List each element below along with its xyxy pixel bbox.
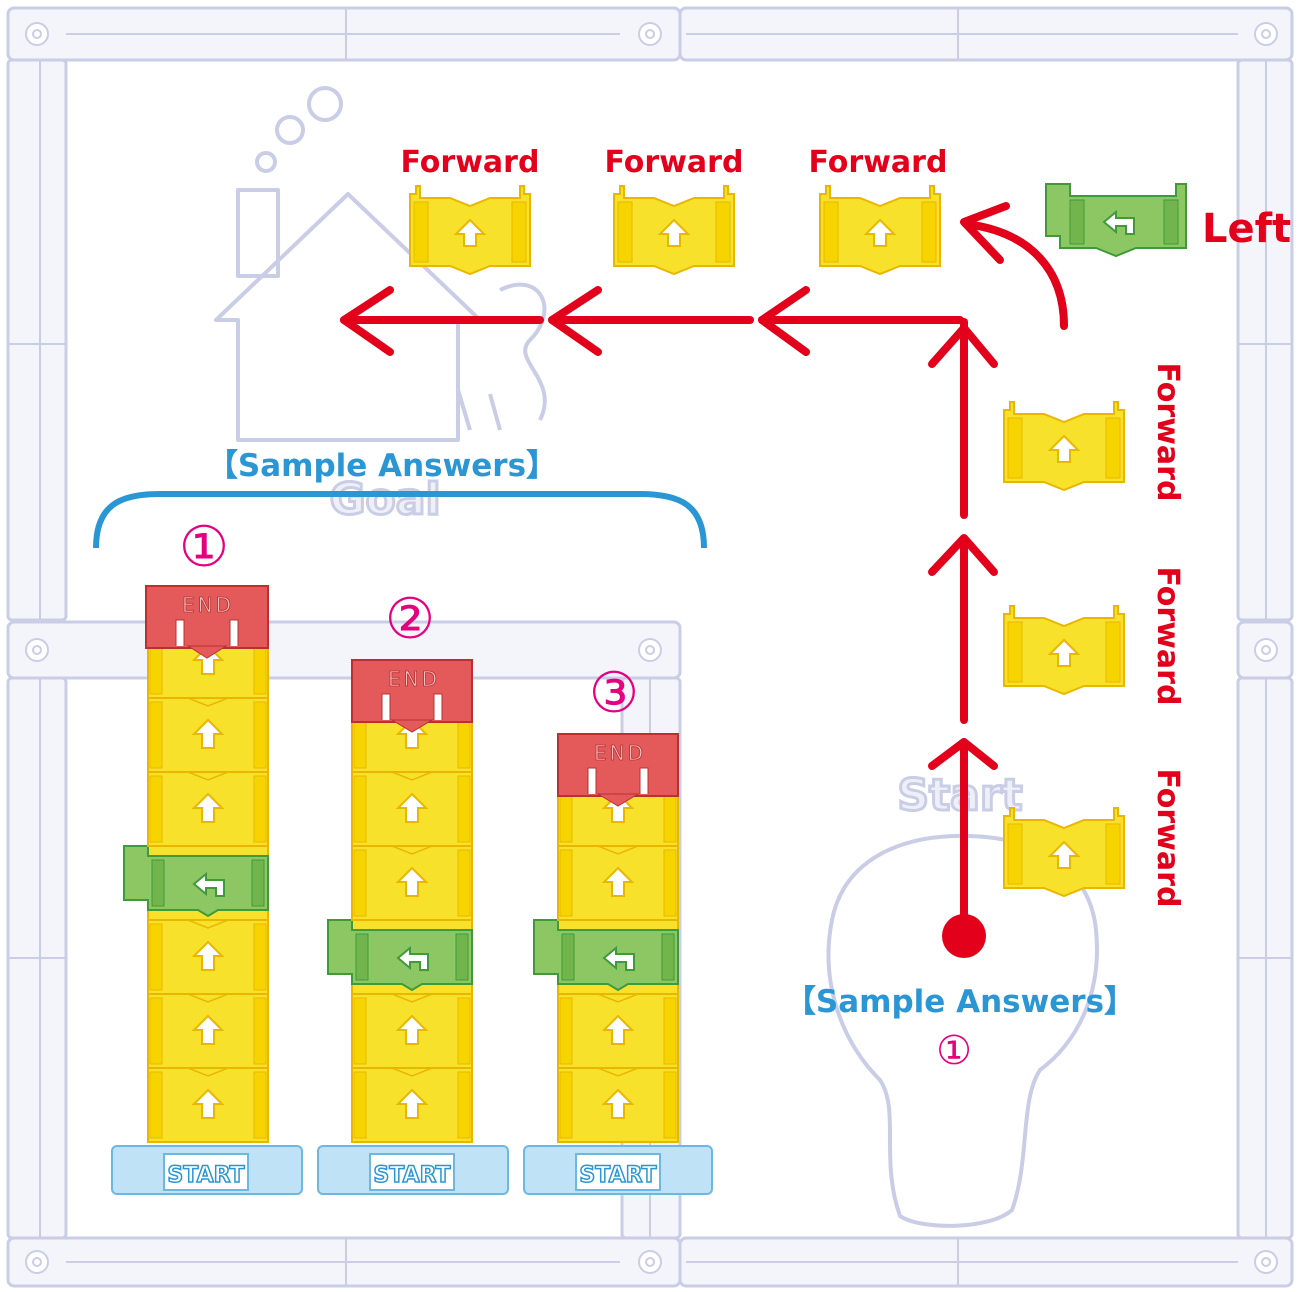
stack-block <box>557 845 679 921</box>
stack-number: ② <box>385 587 435 652</box>
stack-block <box>533 919 679 995</box>
route-path <box>340 202 1068 938</box>
forward-block-side-2 <box>1003 605 1125 695</box>
forward-block-top-2 <box>613 185 735 275</box>
stack-block <box>557 993 679 1069</box>
stack-block <box>123 845 269 921</box>
left-block <box>1045 183 1187 257</box>
goal-label: Goal <box>329 474 440 525</box>
goal-house-icon <box>214 86 547 442</box>
stack-block <box>327 919 473 995</box>
sample-answers-heading-right: 【Sample Answers】 <box>785 984 1135 1020</box>
sample-answers-heading: 【Sample Answers】 <box>207 448 557 484</box>
forward-block-side-3 <box>1003 807 1125 897</box>
forward-label-top-2: Forward <box>605 145 744 180</box>
sample-answers-brace <box>93 491 707 549</box>
forward-label-top-3: Forward <box>809 145 948 180</box>
left-label: Left <box>1202 206 1291 252</box>
forward-block-top-1 <box>409 185 531 275</box>
stack-block <box>147 919 269 995</box>
sample-answers-number-right: ① <box>936 1028 972 1074</box>
end-block-label: END <box>182 593 234 617</box>
stack-end-block: END <box>557 733 679 807</box>
stack-block <box>147 993 269 1069</box>
forward-block-side-1 <box>1003 401 1125 491</box>
stack-start-base: START <box>111 1145 303 1195</box>
end-block-label: END <box>388 667 440 691</box>
forward-label-side-3: Forward <box>1150 769 1185 908</box>
end-block-label: END <box>594 741 646 765</box>
stack-number: ① <box>179 515 229 580</box>
start-block-label: START <box>373 1163 450 1188</box>
stack-end-block: END <box>351 659 473 733</box>
start-point <box>942 914 986 958</box>
answer-stack-1: ① START END <box>111 515 303 1195</box>
stack-start-base: START <box>317 1145 509 1195</box>
forward-block-top-3 <box>819 185 941 275</box>
start-block-label: START <box>579 1163 656 1188</box>
answer-stack-2: ② START END <box>317 587 509 1195</box>
stack-end-block: END <box>145 585 269 659</box>
answer-stack-3: ③ START END <box>523 661 713 1195</box>
stack-block <box>147 771 269 847</box>
stack-block <box>147 697 269 773</box>
stack-block <box>557 1067 679 1143</box>
stack-block <box>351 993 473 1069</box>
stack-number: ③ <box>589 661 639 726</box>
stack-block <box>351 771 473 847</box>
stack-block <box>351 1067 473 1143</box>
forward-label-side-2: Forward <box>1150 567 1185 706</box>
start-block-label: START <box>167 1163 244 1188</box>
forward-label-side-1: Forward <box>1150 363 1185 502</box>
forward-label-top-1: Forward <box>401 145 540 180</box>
stack-start-base: START <box>523 1145 713 1195</box>
stack-block <box>147 1067 269 1143</box>
board-screws <box>25 22 1278 1274</box>
stack-block <box>351 845 473 921</box>
